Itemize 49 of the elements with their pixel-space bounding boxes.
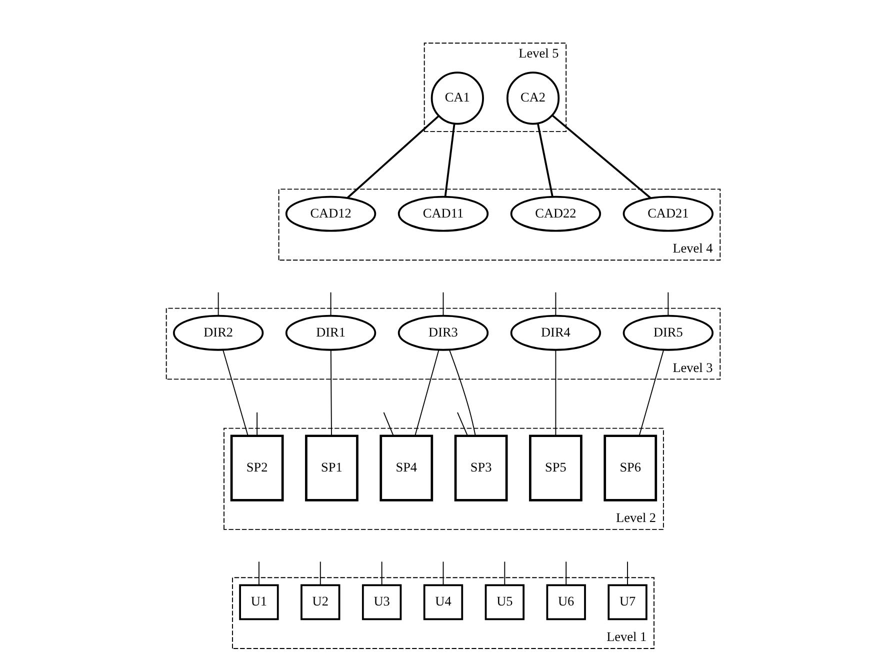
node-box: SP5 bbox=[529, 434, 582, 502]
connector bbox=[330, 292, 332, 316]
connector bbox=[668, 292, 669, 316]
connector bbox=[346, 115, 440, 199]
node-ellipse: CAD11 bbox=[398, 196, 489, 232]
connector bbox=[414, 349, 440, 436]
node-ellipse: DIR1 bbox=[285, 314, 376, 351]
connector bbox=[638, 349, 664, 436]
connector bbox=[381, 561, 382, 586]
node-ellipse: DIR4 bbox=[510, 314, 602, 351]
connector bbox=[566, 561, 567, 586]
node-box: SP4 bbox=[380, 434, 434, 502]
node-box: SP2 bbox=[230, 434, 284, 502]
node-ellipse: DIR2 bbox=[172, 314, 264, 351]
connector bbox=[555, 349, 556, 436]
node-circle: CA2 bbox=[506, 72, 560, 125]
connector bbox=[222, 349, 248, 436]
connector bbox=[218, 292, 219, 316]
node-ellipse: DIR3 bbox=[398, 314, 489, 351]
node-ellipse: CAD12 bbox=[285, 196, 376, 232]
connector bbox=[442, 561, 444, 586]
node-box: SP6 bbox=[604, 434, 658, 502]
connector bbox=[320, 561, 321, 586]
node-box: U1 bbox=[239, 584, 279, 620]
node-box: U7 bbox=[608, 584, 648, 620]
connector bbox=[552, 114, 652, 199]
connector bbox=[537, 124, 554, 197]
node-ellipse: DIR5 bbox=[622, 314, 714, 351]
node-box: U2 bbox=[300, 584, 340, 620]
connector bbox=[444, 124, 456, 197]
node-box: SP3 bbox=[454, 434, 508, 502]
connector bbox=[330, 349, 332, 436]
connector bbox=[256, 412, 258, 436]
connector bbox=[504, 561, 506, 586]
node-ellipse: CAD21 bbox=[622, 196, 714, 232]
node-circle: CA1 bbox=[430, 72, 484, 125]
connector bbox=[627, 561, 628, 586]
node-box: U3 bbox=[362, 584, 402, 620]
connector bbox=[457, 412, 468, 436]
node-box: SP1 bbox=[305, 434, 358, 502]
connector bbox=[383, 412, 394, 436]
node-box: U4 bbox=[423, 584, 464, 620]
connector bbox=[258, 561, 260, 586]
connector bbox=[442, 292, 444, 316]
node-box: U6 bbox=[546, 584, 586, 620]
connector bbox=[448, 349, 476, 436]
node-box: U5 bbox=[484, 584, 525, 620]
connector bbox=[555, 292, 556, 316]
node-ellipse: CAD22 bbox=[510, 196, 602, 232]
